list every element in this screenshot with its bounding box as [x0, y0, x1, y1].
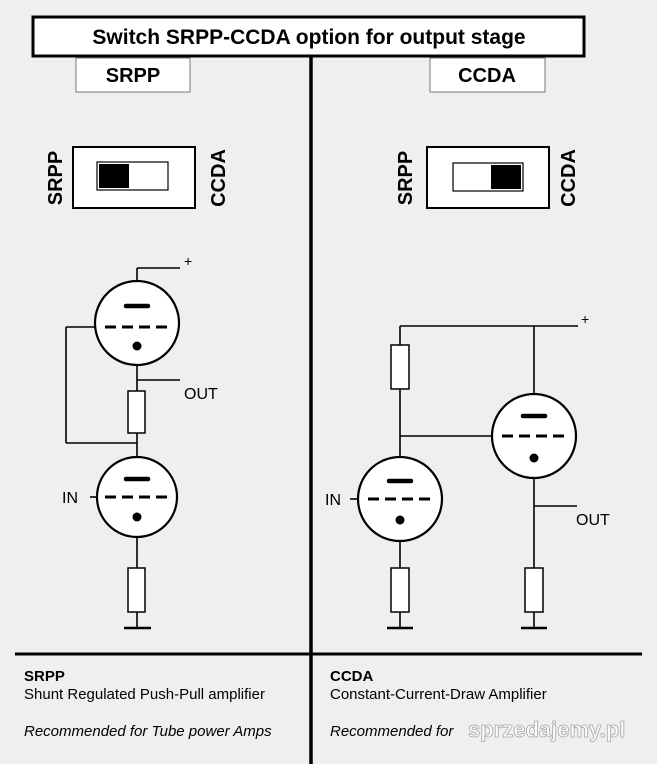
right-switch-knob	[491, 165, 521, 189]
srpp-in-label: IN	[62, 490, 78, 507]
right-footer-title: CCDA	[330, 668, 373, 685]
srpp-top-tube	[93, 279, 181, 367]
ccda-plus-label: +	[581, 311, 589, 327]
left-footer-title: SRPP	[24, 668, 65, 685]
left-panel: SRPP SRPP CCDA	[24, 57, 272, 740]
ccda-follower-tube	[490, 392, 578, 480]
left-switch-srpp-label: SRPP	[45, 151, 67, 205]
right-tab-label: CCDA	[458, 65, 516, 87]
srpp-plus-label: +	[184, 253, 192, 269]
ccda-resistor-bottom-left	[390, 567, 410, 613]
srpp-resistor-mid	[127, 390, 146, 434]
srpp-bottom-tube	[95, 455, 179, 539]
title-box	[31, 15, 586, 58]
left-switch[interactable]	[72, 146, 196, 209]
ccda-out-label: OUT	[576, 512, 610, 529]
left-switch-knob	[99, 164, 129, 188]
title-text: Switch SRPP-CCDA option for output stage	[92, 26, 525, 49]
right-footer-note: Recommended for	[330, 723, 454, 740]
right-switch-ccda-label: CCDA	[558, 149, 580, 207]
right-switch[interactable]	[426, 146, 550, 209]
watermark: sprzedajemy.pl	[468, 717, 626, 743]
ccda-resistor-bottom-right	[524, 567, 544, 613]
watermark-text: sprzedajemy.pl	[468, 717, 625, 742]
left-footer-desc: Shunt Regulated Push-Pull amplifier	[24, 686, 265, 703]
left-footer-note: Recommended for Tube power Amps	[24, 723, 272, 740]
right-tab-box	[429, 57, 546, 93]
left-tab-box	[75, 57, 191, 93]
left-switch-ccda-label: CCDA	[208, 149, 230, 207]
ccda-input-tube	[356, 455, 444, 543]
right-panel: CCDA SRPP CCDA	[325, 57, 610, 740]
right-footer-desc: Constant-Current-Draw Amplifier	[330, 686, 547, 703]
srpp-out-label: OUT	[184, 386, 218, 403]
srpp-resistor-cathode	[127, 567, 146, 613]
left-tab-label: SRPP	[106, 65, 160, 87]
ccda-resistor-top	[390, 344, 410, 390]
right-switch-srpp-label: SRPP	[395, 151, 417, 205]
ccda-wiring	[350, 325, 578, 630]
ccda-in-label: IN	[325, 492, 341, 509]
